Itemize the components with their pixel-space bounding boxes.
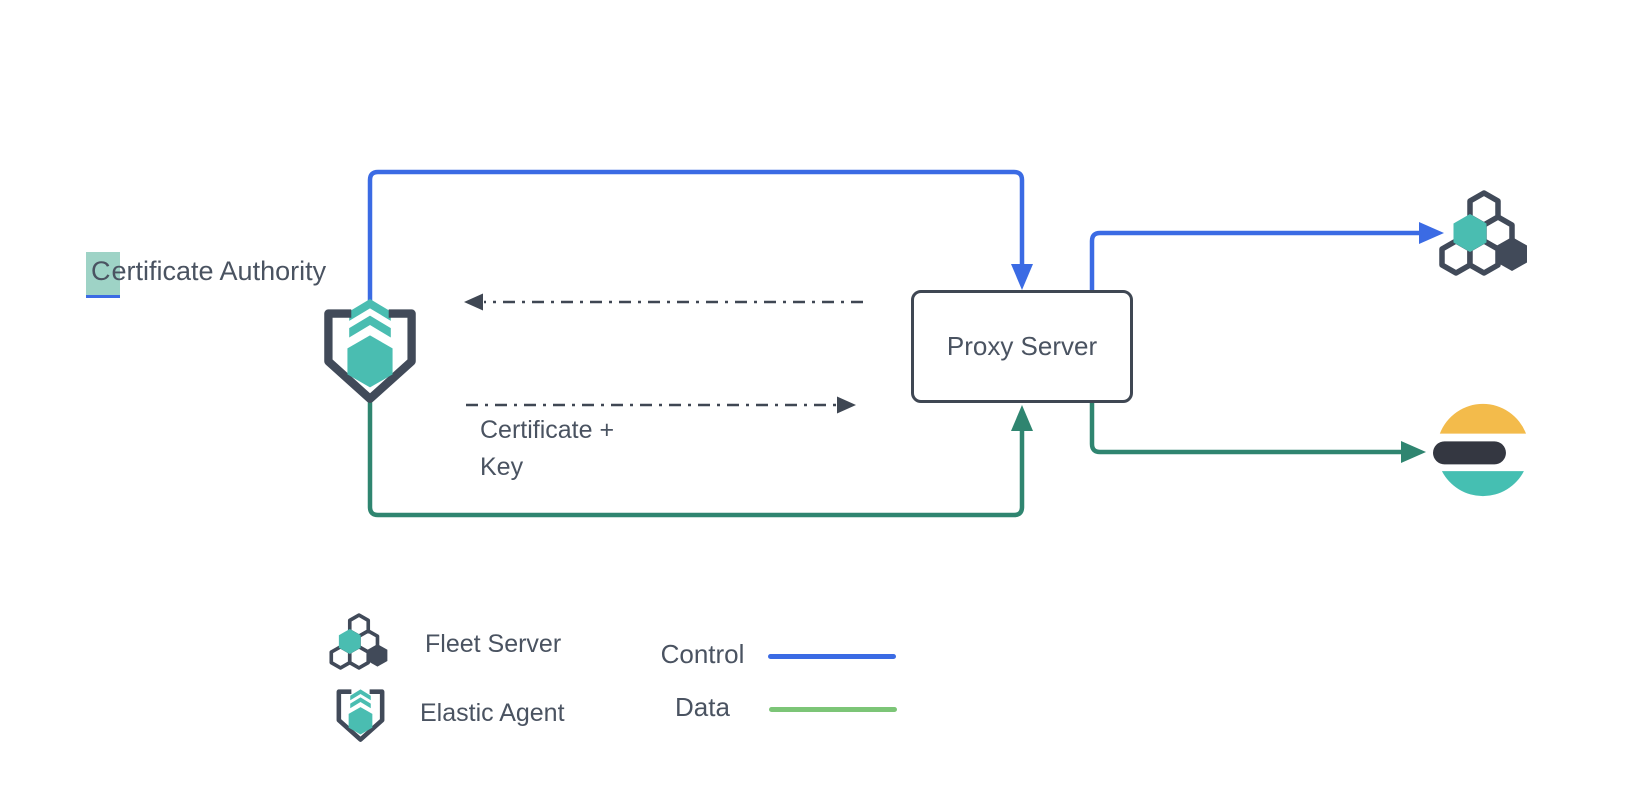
elastic-agent-icon [331,686,390,743]
ca-highlighted-char: C [86,252,120,298]
elasticsearch-icon [1433,401,1529,499]
certificate-key-line1: Certificate + [480,416,615,444]
data-path-ca-to-proxy [367,400,1033,518]
arrowhead-right-icon [1401,441,1426,463]
legend-data-label: Data [675,692,730,722]
certificate-key-label: Certificate + Key [480,412,614,486]
arrowhead-right-icon [837,396,856,414]
data-line-swatch [769,707,897,712]
arrowhead-left-icon [464,293,483,311]
arrowhead-down-icon [1011,264,1033,290]
certificate-key-line2: Key [480,453,524,481]
legend-item-elastic-agent-label: Elastic Agent [420,699,565,727]
fleet-server-icon [1434,187,1534,279]
data-path-proxy-to-es [1089,403,1426,463]
legend-item-fleet-server-label: Fleet Server [425,630,562,658]
cert-request-dashed-arrow [464,293,863,311]
control-path-proxy-to-fleet [1089,222,1444,290]
cert-key-dashed-arrow [466,396,856,414]
arrowhead-up-icon [1011,405,1033,431]
proxy-server-label: Proxy Server [946,331,1098,361]
legend-control-label: Control [660,639,745,669]
fleet-server-icon [326,611,392,672]
certificate-authority-label[interactable]: Certificate Authority [86,252,327,298]
elastic-agent-icon [318,299,422,403]
proxy-server-node: Proxy Server [911,290,1133,403]
arrowhead-right-icon [1419,222,1444,244]
ca-label-rest: ertificate Authority [111,256,327,286]
control-line-swatch [768,654,896,659]
control-path-ca-to-proxy [367,169,1033,306]
